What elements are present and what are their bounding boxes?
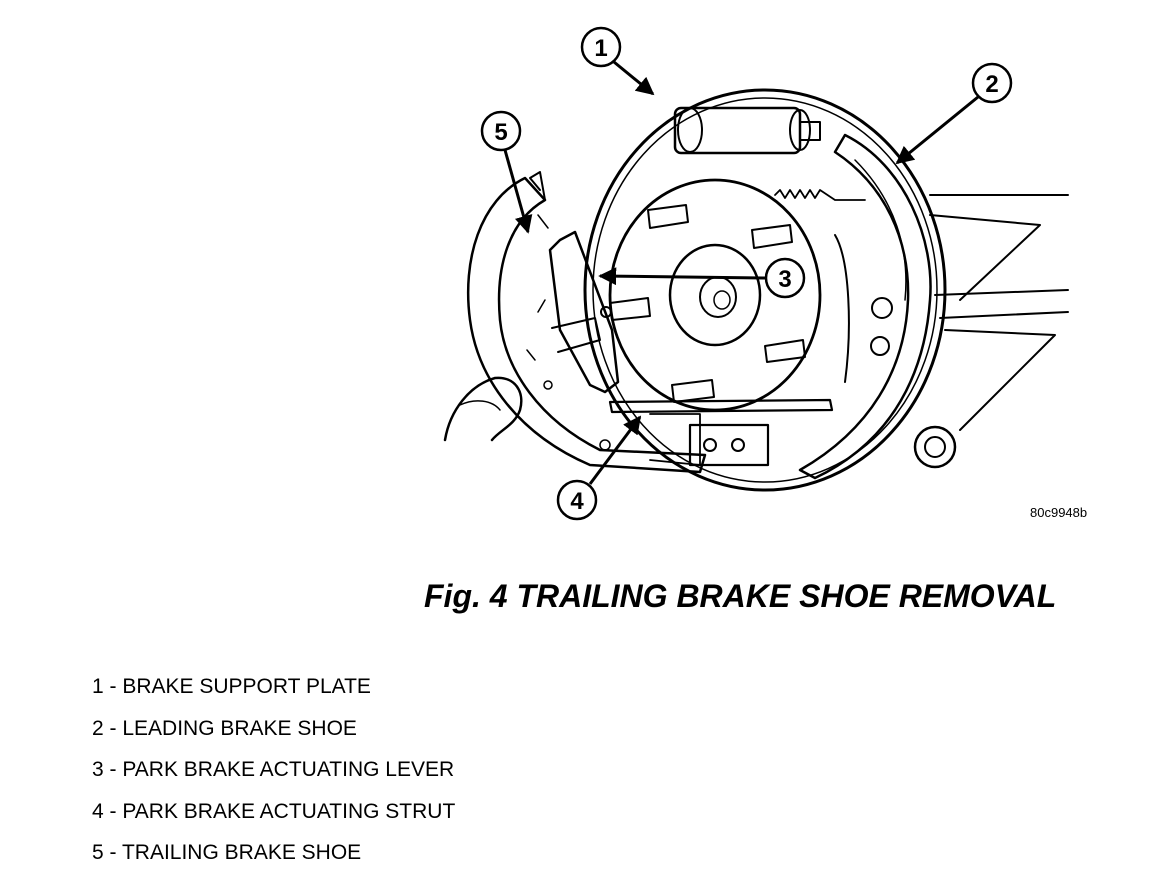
svg-text:4: 4 [570, 488, 584, 515]
park-brake-strut [608, 398, 834, 414]
svg-text:3: 3 [778, 266, 791, 293]
svg-text:2: 2 [985, 71, 998, 98]
legend-item: 4 - PARK BRAKE ACTUATING STRUT [92, 799, 456, 823]
trailing-brake-shoe [466, 176, 707, 474]
legend-item: 2 - LEADING BRAKE SHOE [92, 716, 357, 740]
svg-text:1: 1 [594, 35, 607, 62]
hand [443, 376, 523, 442]
brake-support-plate [583, 88, 947, 492]
legend-item: 3 - PARK BRAKE ACTUATING LEVER [92, 758, 455, 781]
figure-caption: Fig. 4 TRAILING BRAKE SHOE REMOVAL [424, 578, 1057, 614]
legend-item: 5 - TRAILING BRAKE SHOE [92, 841, 362, 864]
callout-2: 2 [895, 62, 1013, 165]
callout-4: 4 [556, 415, 642, 521]
legend-item: 1 - BRAKE SUPPORT PLATE [92, 675, 371, 698]
brake-assembly-illustration: 1 2 3 4 5 [443, 26, 1069, 521]
figure-id: 80c9948b [1030, 505, 1088, 520]
callout-5: 5 [480, 110, 533, 234]
park-brake-lever [548, 230, 620, 394]
svg-text:5: 5 [494, 119, 507, 146]
callout-1: 1 [580, 26, 655, 96]
brake-drawing: 1 2 3 4 5 [443, 26, 1069, 521]
callout-3: 3 [598, 257, 806, 299]
legend-list: 1 - BRAKE SUPPORT PLATE 2 - LEADING BRAK… [92, 672, 455, 880]
wheel-cylinder [673, 106, 802, 155]
